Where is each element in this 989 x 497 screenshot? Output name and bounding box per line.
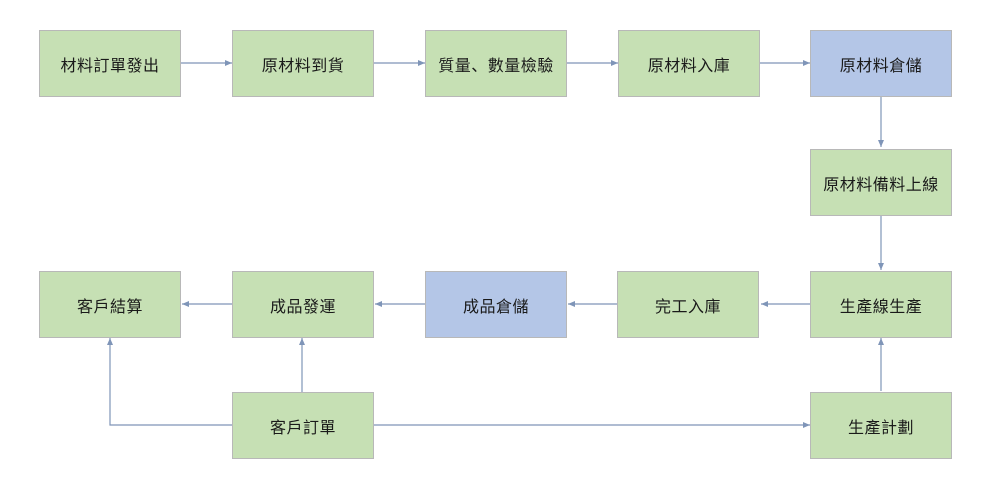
node-customer-settlement: 客戶結算 bbox=[39, 271, 181, 338]
node-raw-material-inbound: 原材料入庫 bbox=[618, 30, 760, 97]
node-label: 完工入庫 bbox=[654, 296, 721, 316]
node-label: 質量、數量檢驗 bbox=[438, 55, 554, 75]
node-label: 成品倉儲 bbox=[462, 296, 529, 316]
node-finished-goods-storage: 成品倉儲 bbox=[425, 271, 567, 338]
node-label: 原材料倉儲 bbox=[839, 55, 923, 75]
node-label: 材料訂單發出 bbox=[60, 55, 160, 75]
node-finished-goods-shipping: 成品發運 bbox=[232, 271, 374, 338]
node-customer-order: 客戶訂單 bbox=[232, 392, 374, 459]
node-label: 成品發運 bbox=[269, 296, 336, 316]
node-raw-material-arrival: 原材料到貨 bbox=[232, 30, 374, 97]
node-label: 原材料備料上線 bbox=[823, 174, 939, 194]
node-production-plan: 生產計劃 bbox=[810, 392, 952, 459]
node-material-order: 材料訂單發出 bbox=[39, 30, 181, 97]
node-label: 原材料入庫 bbox=[647, 55, 731, 75]
node-label: 原材料到貨 bbox=[261, 55, 345, 75]
edge-n12-n11 bbox=[107, 338, 232, 426]
node-quality-quantity-inspection: 質量、數量檢驗 bbox=[425, 30, 567, 97]
node-label: 客戶訂單 bbox=[269, 417, 336, 437]
node-label: 客戶結算 bbox=[76, 296, 143, 316]
node-production-line: 生產線生產 bbox=[810, 271, 952, 338]
node-label: 生產線生產 bbox=[839, 296, 923, 316]
node-raw-material-preparation: 原材料備料上線 bbox=[810, 149, 952, 216]
node-finished-inbound: 完工入庫 bbox=[617, 271, 759, 338]
node-label: 生產計劃 bbox=[847, 417, 914, 437]
node-raw-material-storage: 原材料倉儲 bbox=[810, 30, 952, 97]
